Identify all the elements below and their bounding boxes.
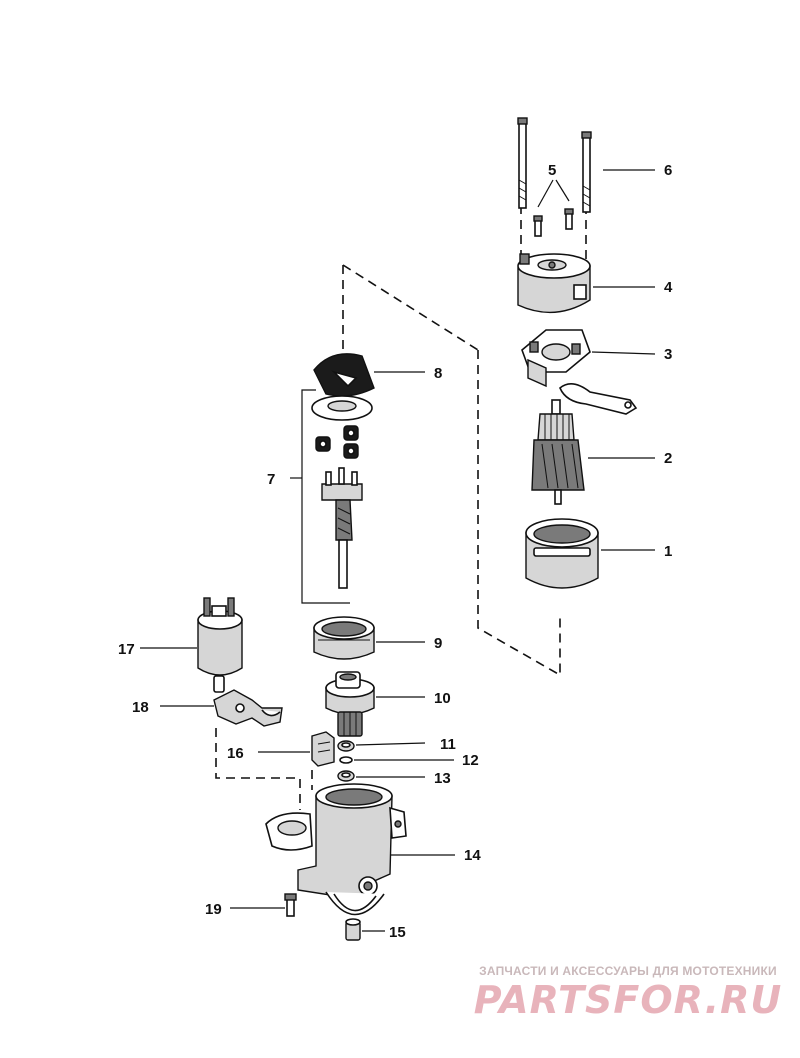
part-9-ring-gear	[313, 616, 375, 660]
part-16-retainer	[311, 731, 335, 767]
callout-labels: 1 2 3 4 5 6 7 8 9 10 11 12 13 14 15 16 1…	[118, 162, 673, 941]
assembly-dashed-lines	[215, 205, 587, 810]
callout-10: 10	[434, 690, 451, 707]
callout-9: 9	[434, 635, 442, 652]
part-5-screws	[533, 208, 574, 237]
callout-11: 11	[440, 736, 456, 753]
callout-8: 8	[434, 365, 442, 382]
part-14-drive-housing	[265, 783, 407, 916]
part-18-shift-lever	[213, 689, 283, 727]
part-1-field-housing	[525, 518, 599, 589]
part-8-seal	[313, 353, 375, 397]
part-7-gear-set	[301, 389, 373, 604]
callout-13: 13	[434, 770, 451, 787]
part-4-end-cap	[517, 253, 591, 314]
part-10-drive-clutch	[325, 671, 375, 737]
callout-5: 5	[548, 162, 556, 179]
callout-6: 6	[664, 162, 672, 179]
callout-3: 3	[664, 346, 672, 363]
callout-2: 2	[664, 450, 672, 467]
part-17-solenoid	[197, 597, 243, 693]
part-3-brush-plate	[521, 329, 638, 415]
leader-lines	[140, 169, 656, 932]
watermark-logo: PARTSFOR.RU	[473, 978, 783, 1022]
callout-16: 16	[227, 745, 244, 762]
part-19-screw	[284, 893, 297, 917]
watermark-tagline: ЗАПЧАСТИ И АКСЕССУАРЫ ДЛЯ МОТОТЕХНИКИ	[479, 964, 777, 978]
callout-7: 7	[267, 471, 275, 488]
callout-18: 18	[132, 699, 149, 716]
site-watermark: ЗАПЧАСТИ И АКСЕССУАРЫ ДЛЯ МОТОТЕХНИКИ PA…	[468, 958, 788, 1048]
callout-19: 19	[205, 901, 222, 918]
part-6-through-bolts	[517, 117, 592, 213]
callout-4: 4	[664, 279, 673, 296]
callout-1: 1	[664, 543, 672, 560]
callout-17: 17	[118, 641, 135, 658]
part-13-collar	[337, 770, 355, 782]
callout-14: 14	[464, 847, 481, 864]
part-2-armature	[531, 399, 585, 505]
callout-12: 12	[462, 752, 479, 769]
callout-15: 15	[389, 924, 406, 941]
part-12-clip	[339, 756, 353, 764]
part-15-bushing	[345, 918, 361, 941]
part-11-stop-ring	[337, 740, 355, 752]
